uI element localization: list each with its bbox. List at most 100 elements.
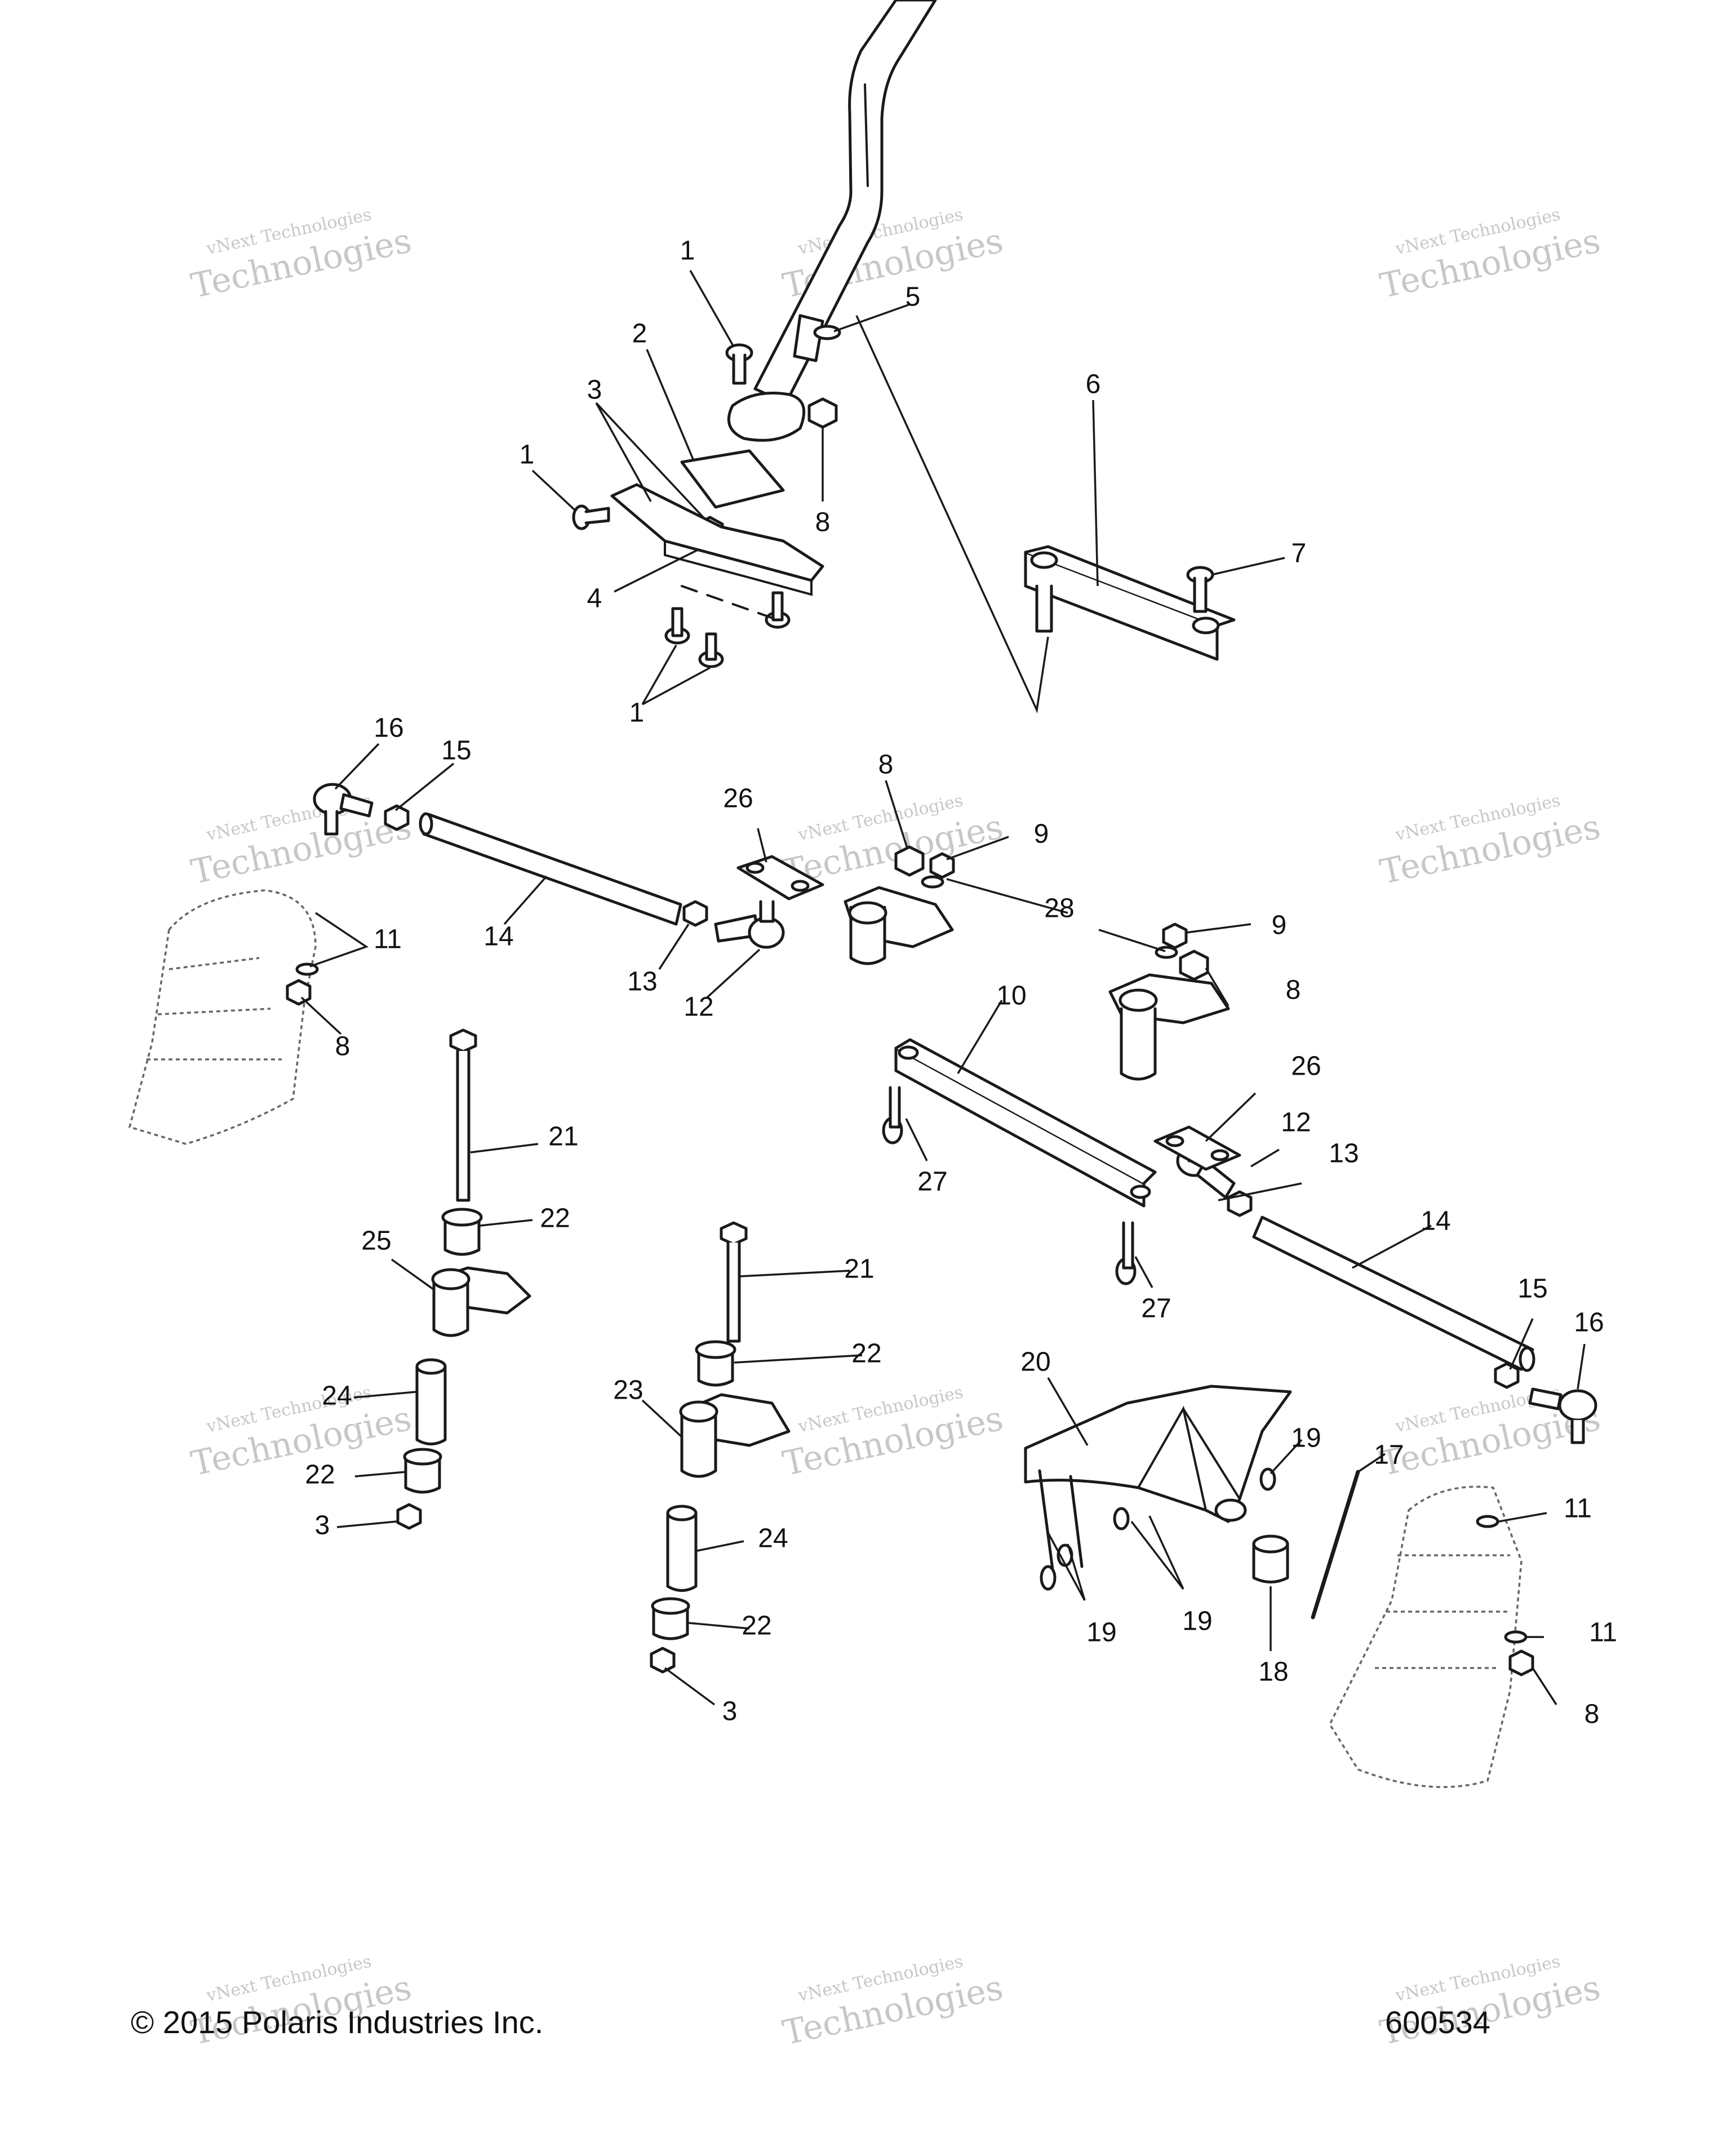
callout-24: 24 xyxy=(758,1524,788,1554)
callout-11: 11 xyxy=(374,925,402,955)
steering-bracket xyxy=(610,483,824,621)
callout-6: 6 xyxy=(1086,370,1101,400)
callout-28: 28 xyxy=(1044,894,1074,924)
callout-18: 18 xyxy=(1258,1657,1288,1687)
callout-19: 19 xyxy=(1086,1618,1116,1648)
bolt-1-bottom-a xyxy=(664,607,690,645)
callout-3: 3 xyxy=(722,1697,738,1727)
washer-5 xyxy=(813,325,841,340)
callout-21: 21 xyxy=(548,1122,578,1152)
bushing-22-center-bottom xyxy=(651,1597,690,1640)
callout-5: 5 xyxy=(906,282,921,312)
spindle-right xyxy=(1328,1485,1523,1788)
callout-26: 26 xyxy=(723,784,753,814)
nut-8-top xyxy=(807,397,838,429)
grommet-18 xyxy=(1252,1534,1289,1583)
callout-16: 16 xyxy=(1574,1308,1604,1338)
callout-11: 11 xyxy=(1589,1618,1617,1648)
callout-10: 10 xyxy=(996,981,1026,1011)
callout-7: 7 xyxy=(1291,539,1307,569)
bolt-19-c xyxy=(1113,1507,1130,1531)
callout-8: 8 xyxy=(1584,1700,1600,1729)
callout-labels: 1 2 3 1 4 1 5 8 6 7 16 15 14 11 8 13 12 … xyxy=(305,236,1617,1729)
washer-11-right-top xyxy=(1476,1515,1499,1528)
cotter-pin-17 xyxy=(1311,1470,1360,1620)
idler-23 xyxy=(679,1393,791,1478)
callout-8: 8 xyxy=(335,1032,350,1062)
washer-11-left xyxy=(295,962,319,976)
callout-12: 12 xyxy=(1281,1108,1311,1138)
callout-27: 27 xyxy=(917,1167,947,1197)
callout-4: 4 xyxy=(587,584,602,614)
callout-22: 22 xyxy=(305,1460,335,1490)
washer-28-center xyxy=(921,875,944,889)
bolt-1-bottom-b xyxy=(698,632,724,668)
plate-26-left xyxy=(736,855,824,900)
steering-plate xyxy=(680,449,785,509)
callout-14: 14 xyxy=(1421,1206,1450,1236)
tie-rod-end-12-left xyxy=(714,900,785,949)
nut-13-left xyxy=(682,900,708,927)
callout-25: 25 xyxy=(361,1226,391,1256)
callout-1: 1 xyxy=(680,236,695,266)
callout-12: 12 xyxy=(683,992,713,1022)
callout-23: 23 xyxy=(613,1376,643,1405)
callout-19: 19 xyxy=(1291,1423,1321,1453)
nut-8-right-lower xyxy=(1508,1649,1534,1676)
steering-column xyxy=(727,0,937,442)
nut-8-right xyxy=(1179,950,1209,981)
callout-14: 14 xyxy=(483,922,513,952)
bushing-24-left xyxy=(415,1358,447,1445)
tie-rod-right xyxy=(1252,1215,1535,1372)
spindle-left xyxy=(128,889,317,1145)
callout-9: 9 xyxy=(1272,911,1287,941)
callout-8: 8 xyxy=(815,508,831,538)
callout-13: 13 xyxy=(627,967,657,997)
callout-3: 3 xyxy=(315,1511,330,1541)
nut-9-right xyxy=(1162,922,1188,950)
idler-25 xyxy=(431,1266,531,1337)
bolt-19-d xyxy=(1259,1467,1276,1491)
nut-8-left xyxy=(286,979,312,1006)
bushing-22-left-bottom xyxy=(403,1448,442,1494)
callout-20: 20 xyxy=(1020,1347,1050,1377)
callout-1: 1 xyxy=(520,440,535,470)
callout-22: 22 xyxy=(540,1204,570,1234)
relay-rod xyxy=(894,1038,1157,1208)
callout-21: 21 xyxy=(844,1254,874,1284)
callout-8: 8 xyxy=(878,750,894,780)
callout-22: 22 xyxy=(851,1339,881,1369)
tie-rod-end-16-right xyxy=(1528,1387,1597,1444)
bushing-22-left-top xyxy=(441,1208,483,1256)
bolt-21-left xyxy=(449,1028,477,1202)
callout-3: 3 xyxy=(587,375,602,405)
callout-17: 17 xyxy=(1374,1440,1404,1470)
nut-3-lower-center xyxy=(650,1647,676,1674)
nut-15-right xyxy=(1494,1362,1520,1389)
tie-rod-left xyxy=(419,812,682,926)
drawing-number: 600534 xyxy=(1385,2004,1490,2040)
callout-16: 16 xyxy=(374,713,403,743)
callout-15: 15 xyxy=(1517,1274,1547,1304)
callout-19: 19 xyxy=(1182,1607,1212,1636)
bolt-19-a xyxy=(1040,1565,1057,1591)
callout-27: 27 xyxy=(1141,1294,1171,1324)
bolt-1-left xyxy=(572,504,610,530)
callout-24: 24 xyxy=(322,1381,352,1411)
bushing-24-center xyxy=(666,1505,698,1592)
nut-3-lower-left xyxy=(396,1503,422,1530)
plate-26-right xyxy=(1153,1125,1241,1171)
nut-15-left xyxy=(384,804,410,831)
callout-15: 15 xyxy=(441,736,471,766)
callout-8: 8 xyxy=(1286,975,1301,1005)
nut-8-center xyxy=(894,845,925,877)
bolt-1-top xyxy=(725,343,753,385)
callout-11: 11 xyxy=(1564,1494,1592,1524)
